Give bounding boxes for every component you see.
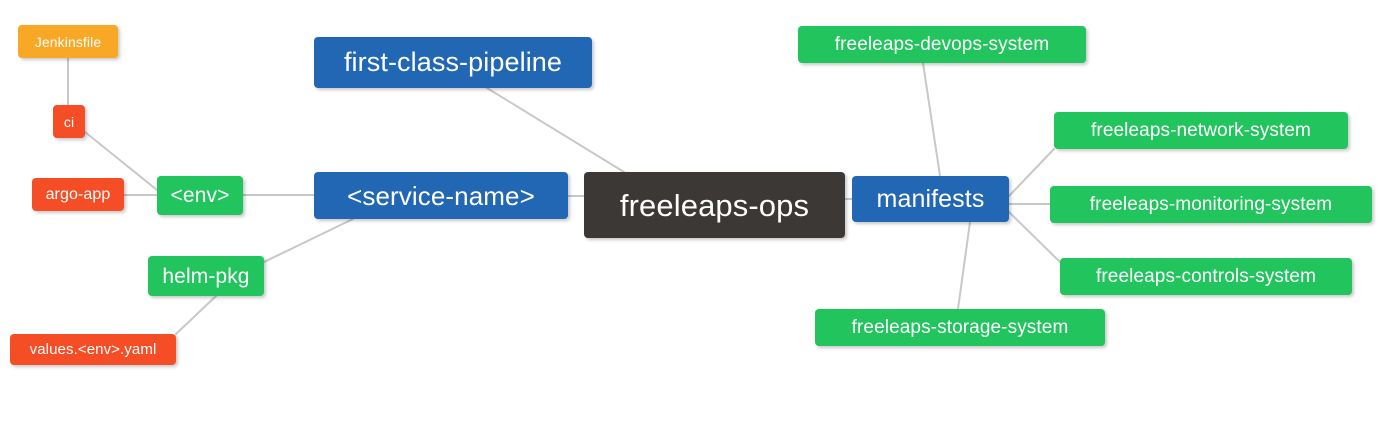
edge-manifests-devops — [922, 62, 941, 177]
edge-helm-pkg-service-name — [263, 218, 354, 263]
node-ci[interactable]: ci — [53, 105, 85, 138]
node-label-freeleaps-storage-system: freeleaps-storage-system — [851, 317, 1069, 338]
node-label-helm-pkg: helm-pkg — [162, 264, 250, 288]
node-service-name[interactable]: <service-name> — [314, 172, 568, 219]
node-freeleaps-storage-system[interactable]: freeleaps-storage-system — [815, 309, 1105, 346]
node-manifests[interactable]: manifests — [852, 176, 1009, 222]
node-label-freeleaps-network-system: freeleaps-network-system — [1091, 120, 1311, 141]
node-jenkinsfile[interactable]: Jenkinsfile — [18, 25, 118, 58]
edge-pipeline-ops — [486, 87, 625, 173]
node-freeleaps-controls-system[interactable]: freeleaps-controls-system — [1060, 258, 1352, 295]
node-label-jenkinsfile: Jenkinsfile — [34, 33, 102, 50]
node-argo-app[interactable]: argo-app — [32, 178, 124, 211]
node-first-class-pipeline[interactable]: first-class-pipeline — [314, 37, 592, 88]
edge-values-helm-pkg — [175, 295, 217, 335]
node-freeleaps-monitoring-system[interactable]: freeleaps-monitoring-system — [1050, 186, 1372, 223]
edge-manifests-storage — [957, 221, 971, 310]
node-label-first-class-pipeline: first-class-pipeline — [343, 47, 563, 77]
node-label-service-name: <service-name> — [347, 180, 535, 211]
node-label-freeleaps-controls-system: freeleaps-controls-system — [1095, 266, 1317, 287]
node-label-ci: ci — [63, 113, 75, 130]
node-freeleaps-network-system[interactable]: freeleaps-network-system — [1054, 112, 1348, 149]
node-label-freeleaps-ops: freeleaps-ops — [619, 187, 810, 223]
node-label-freeleaps-devops-system: freeleaps-devops-system — [834, 34, 1050, 55]
node-helm-pkg[interactable]: helm-pkg — [148, 256, 264, 296]
node-label-freeleaps-monitoring-system: freeleaps-monitoring-system — [1089, 194, 1333, 215]
node-label-manifests: manifests — [876, 184, 985, 213]
node-label-argo-app: argo-app — [45, 185, 111, 203]
node-freeleaps-ops[interactable]: freeleaps-ops — [584, 172, 845, 238]
node-freeleaps-devops-system[interactable]: freeleaps-devops-system — [798, 26, 1086, 63]
node-values-yaml[interactable]: values.<env>.yaml — [10, 334, 176, 365]
edge-manifests-network — [1008, 148, 1055, 197]
node-label-env: <env> — [170, 184, 230, 207]
node-env[interactable]: <env> — [157, 176, 243, 215]
node-label-values-yaml: values.<env>.yaml — [29, 341, 157, 358]
